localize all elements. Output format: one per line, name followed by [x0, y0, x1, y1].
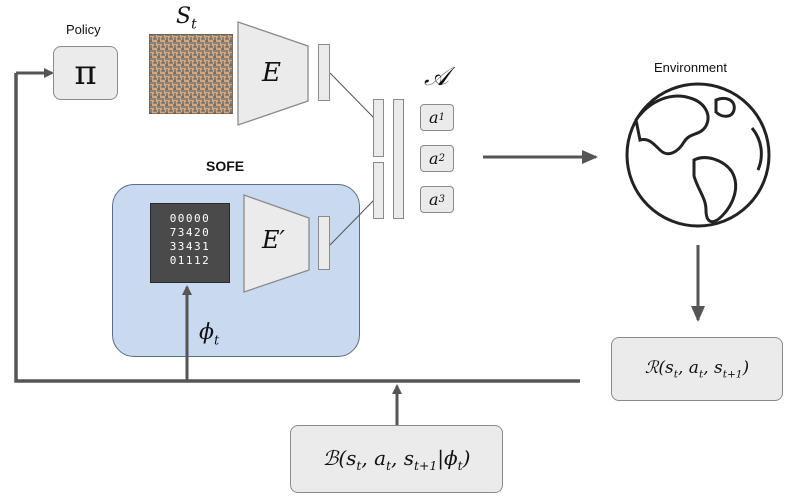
maze-image — [149, 34, 233, 114]
bonus-box: ℬ(st, at, st+1|ϕt) — [290, 425, 503, 493]
action-set-label: 𝒜 — [424, 62, 449, 92]
hidden-layer-bar — [393, 99, 404, 219]
state-label: St — [176, 4, 197, 33]
grid-row: 00000 — [169, 212, 211, 225]
grid-row: 33431 — [169, 240, 211, 253]
encoder-e-label: E — [262, 58, 281, 88]
sofe-title: SOFE — [206, 158, 245, 174]
concat-bar-top — [373, 99, 384, 157]
feedback-line — [14, 73, 580, 383]
bonus-text: ℬ(st, at, st+1|ϕt) — [322, 445, 471, 473]
feature-grid: 00000 73420 33431 01112 — [150, 203, 230, 283]
concat-bar-bottom — [373, 162, 384, 219]
policy-title: Policy — [66, 22, 101, 37]
encoder-e-prime-trapezoid — [243, 194, 310, 293]
encoder-e-prime-label: E′ — [262, 226, 285, 254]
encoder-e-embedding — [318, 44, 330, 101]
grid-row: 01112 — [169, 254, 211, 267]
policy-box: π — [53, 46, 118, 100]
encoder-e-trapezoid — [237, 21, 309, 126]
reward-text: ℛ(st, at, st+1) — [644, 357, 750, 381]
encoder-e-prime-embedding — [318, 216, 330, 270]
grid-row: 73420 — [169, 226, 211, 239]
globe-icon — [625, 82, 771, 228]
environment-title: Environment — [654, 60, 727, 75]
phi-label: ϕt — [199, 320, 220, 349]
reward-box: ℛ(st, at, st+1) — [611, 337, 783, 401]
